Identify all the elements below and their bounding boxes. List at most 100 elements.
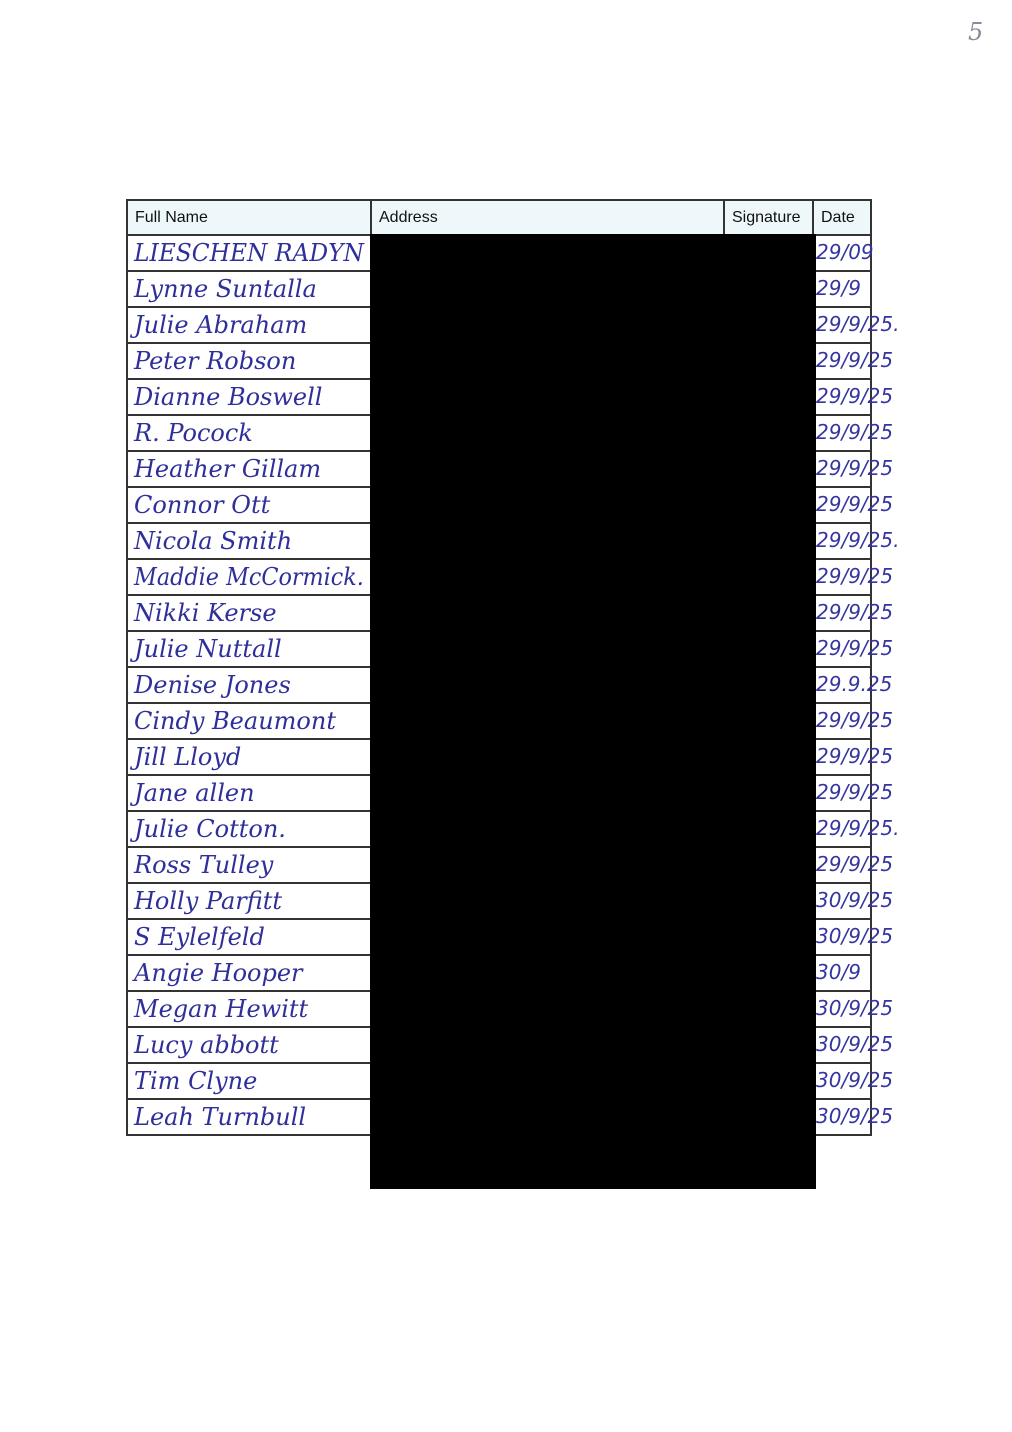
date-cell: 29/9/25 (812, 450, 893, 488)
full-name-text: Angie Hooper (134, 959, 303, 987)
column-header-signature: Signature (723, 199, 814, 236)
full-name-cell: Holly Parfitt (126, 882, 372, 920)
full-name-cell: Jill Lloyd (126, 738, 372, 776)
full-name-cell: Tim Clyne (126, 1062, 372, 1100)
redaction-block (370, 234, 816, 1189)
date-text: 29/9/25. (816, 528, 900, 552)
full-name-text: Julie Nuttall (134, 635, 282, 663)
date-text: 30/9/25 (816, 888, 894, 912)
full-name-text: R. Pocock (134, 419, 253, 447)
date-text: 29/9/25 (816, 600, 894, 624)
full-name-text: Peter Robson (134, 347, 297, 375)
full-name-text: Denise Jones (134, 671, 291, 699)
full-name-text: Lucy abbott (134, 1031, 279, 1059)
full-name-cell: Angie Hooper (126, 954, 372, 992)
full-name-cell: LIESCHEN RADYN (126, 234, 372, 272)
full-name-text: Heather Gillam (134, 455, 322, 483)
date-cell: 29/9 (812, 270, 872, 308)
date-cell: 29/09 (812, 234, 874, 272)
column-header-full-name: Full Name (126, 199, 372, 236)
date-text: 30/9/25 (816, 1104, 894, 1128)
full-name-cell: Ross Tulley (126, 846, 372, 884)
full-name-cell: Jane allen (126, 774, 372, 812)
full-name-cell: Cindy Beaumont (126, 702, 372, 740)
date-text: 30/9/25 (816, 924, 894, 948)
date-text: 29/9/25 (816, 456, 894, 480)
date-cell: 30/9 (812, 954, 872, 992)
date-text: 29/9/25 (816, 420, 894, 444)
full-name-text: Jane allen (134, 779, 255, 807)
date-cell: 30/9/25 (812, 1098, 893, 1136)
full-name-text: Connor Ott (134, 491, 271, 519)
date-cell: 29/9/25. (812, 810, 899, 848)
date-text: 29/9/25. (816, 816, 900, 840)
date-cell: 29/9/25 (812, 594, 893, 632)
full-name-cell: Nicola Smith (126, 522, 372, 560)
date-text: 29/9/25 (816, 636, 894, 660)
date-cell: 29/9/25 (812, 846, 893, 884)
full-name-text: Jill Lloyd (134, 743, 242, 771)
date-text: 29/9/25 (816, 492, 894, 516)
date-text: 29/9/25 (816, 384, 894, 408)
full-name-text: Nicola Smith (134, 527, 293, 555)
date-cell: 29/9/25 (812, 738, 893, 776)
full-name-cell: Leah Turnbull (126, 1098, 372, 1136)
date-cell: 29/9/25 (812, 558, 893, 596)
full-name-text: Julie Cotton. (134, 815, 286, 843)
full-name-cell: Peter Robson (126, 342, 372, 380)
date-cell: 30/9/25 (812, 1062, 893, 1100)
date-cell: 29/9/25 (812, 378, 893, 416)
full-name-text: Leah Turnbull (134, 1103, 307, 1131)
table-header-row: Full Name Address Signature Date (126, 199, 872, 236)
full-name-text: Ross Tulley (134, 851, 274, 879)
date-cell: 30/9/25 (812, 918, 893, 956)
date-cell: 29/9/25 (812, 630, 893, 668)
date-text: 29/9/25 (816, 780, 894, 804)
full-name-text: Megan Hewitt (134, 995, 309, 1023)
full-name-text: Julie Abraham (134, 311, 308, 339)
date-cell: 29.9.25 (812, 666, 892, 704)
date-cell: 29/9/25 (812, 774, 893, 812)
full-name-cell: Denise Jones (126, 666, 372, 704)
full-name-cell: Lynne Suntalla (126, 270, 372, 308)
date-cell: 29/9/25 (812, 414, 893, 452)
full-name-text: Maddie McCormick. (134, 563, 364, 591)
date-cell: 29/9/25. (812, 306, 899, 344)
date-text: 30/9/25 (816, 1068, 894, 1092)
date-text: 30/9/25 (816, 996, 894, 1020)
date-text: 30/9 (816, 960, 861, 984)
full-name-text: Cindy Beaumont (134, 707, 336, 735)
full-name-cell: Dianne Boswell (126, 378, 372, 416)
date-text: 29/9/25 (816, 564, 894, 588)
full-name-cell: Nikki Kerse (126, 594, 372, 632)
full-name-text: Dianne Boswell (134, 383, 323, 411)
full-name-cell: Julie Nuttall (126, 630, 372, 668)
column-header-address: Address (370, 199, 725, 236)
full-name-cell: Lucy abbott (126, 1026, 372, 1064)
date-text: 29.9.25 (816, 672, 893, 696)
date-cell: 30/9/25 (812, 990, 893, 1028)
full-name-text: Holly Parfitt (134, 887, 283, 915)
full-name-text: Tim Clyne (134, 1067, 258, 1095)
full-name-cell: Julie Abraham (126, 306, 372, 344)
date-text: 29/09 (816, 240, 874, 264)
full-name-cell: Connor Ott (126, 486, 372, 524)
date-cell: 30/9/25 (812, 1026, 893, 1064)
page-number: 5 (968, 18, 984, 46)
full-name-cell: S Eylelfeld (126, 918, 372, 956)
full-name-cell: Megan Hewitt (126, 990, 372, 1028)
date-text: 30/9/25 (816, 1032, 894, 1056)
date-cell: 29/9/25 (812, 342, 893, 380)
full-name-text: Nikki Kerse (134, 599, 277, 627)
full-name-text: S Eylelfeld (134, 923, 265, 951)
date-text: 29/9 (816, 276, 861, 300)
date-text: 29/9/25 (816, 348, 894, 372)
date-cell: 30/9/25 (812, 882, 893, 920)
full-name-cell: Julie Cotton. (126, 810, 372, 848)
date-text: 29/9/25. (816, 312, 900, 336)
date-text: 29/9/25 (816, 852, 894, 876)
date-text: 29/9/25 (816, 708, 894, 732)
column-header-date: Date (812, 199, 872, 236)
full-name-cell: Heather Gillam (126, 450, 372, 488)
date-cell: 29/9/25 (812, 702, 893, 740)
